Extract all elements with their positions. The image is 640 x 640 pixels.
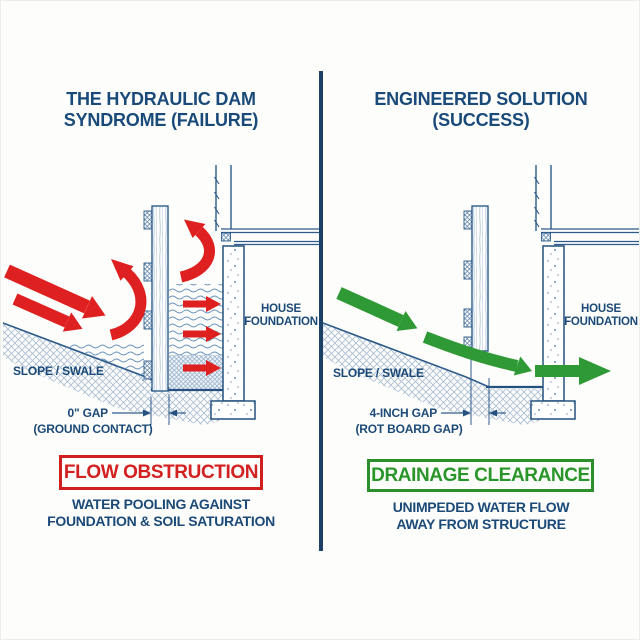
saturated-soil-hatch [169, 355, 223, 389]
floor-band-upper [221, 228, 319, 234]
panel-divider [319, 71, 323, 551]
slope-swale-label: SLOPE / SWALE [13, 364, 104, 378]
cross-section-diagrams: SLOPE / SWALE HOUSE FOUNDATION 0" GAP (G… [2, 165, 639, 436]
right-description: UNIMPEDED WATER FLOW AWAY FROM STRUCTURE [321, 499, 639, 533]
siding-laps [214, 176, 220, 228]
gap-note: (ROT BOARD GAP) [356, 422, 463, 436]
foundation-wall [542, 245, 565, 402]
footing [530, 400, 576, 420]
slope-line [322, 322, 490, 388]
batten [143, 310, 153, 330]
foundation-wall [222, 245, 245, 402]
right-description-line1: UNIMPEDED WATER FLOW [392, 499, 570, 515]
sill-plate [541, 232, 551, 242]
slope-swale-label: SLOPE / SWALE [333, 366, 424, 380]
drainage-clearance-label: DRAINAGE CLEARANCE [371, 464, 590, 486]
right-title-line2: (SUCCESS) [432, 110, 530, 130]
house-foundation-label-2: FOUNDATION [564, 316, 638, 328]
pooled-water-right [169, 284, 223, 355]
left-description: WATER POOLING AGAINST FOUNDATION & SOIL … [1, 496, 321, 530]
gap-note: (GROUND CONTACT) [33, 422, 152, 436]
footing [210, 400, 256, 420]
drainage-clearance-box: DRAINAGE CLEARANCE [367, 459, 594, 492]
gap-dimension: 0" GAP (GROUND CONTACT) [33, 394, 186, 436]
left-title-line2: SYNDROME (FAILURE) [63, 110, 259, 130]
flow-obstruction-box: FLOW OBSTRUCTION [59, 455, 263, 490]
siding-laps [534, 176, 540, 228]
batten [143, 360, 153, 380]
house-foundation-label-2: FOUNDATION [244, 316, 318, 328]
batten [463, 210, 473, 230]
floor-band-lower [234, 240, 319, 246]
right-description-line2: AWAY FROM STRUCTURE [396, 516, 566, 532]
gap-label: 0" GAP [67, 406, 108, 420]
gap-label: 4-INCH GAP [370, 406, 438, 420]
right-title-line1: ENGINEERED SOLUTION [374, 89, 588, 109]
skirt-board [143, 205, 169, 392]
batten [463, 260, 473, 280]
floor-band-lower [554, 240, 639, 246]
left-description-line1: WATER POOLING AGAINST [71, 496, 251, 512]
right-diagram: SLOPE / SWALE HOUSE FOUNDATION 4-INCH GA… [322, 165, 639, 436]
sill-plate [221, 232, 231, 242]
soil-hatch [3, 324, 223, 425]
soil-hatch [323, 324, 543, 425]
batten [463, 308, 473, 328]
batten [143, 262, 153, 282]
left-description-line2: FOUNDATION & SOIL SATURATION [47, 513, 275, 529]
right-panel-title: ENGINEERED SOLUTION (SUCCESS) [321, 89, 639, 131]
flow-obstruction-label: FLOW OBSTRUCTION [63, 461, 259, 483]
left-diagram: SLOPE / SWALE HOUSE FOUNDATION 0" GAP (G… [2, 165, 319, 436]
blocked-water-arrows [4, 219, 221, 376]
house-foundation-label-1: HOUSE [581, 303, 621, 315]
house-foundation-label-1: HOUSE [261, 303, 301, 315]
board-face [471, 205, 489, 352]
left-title-line1: THE HYDRAULIC DAM [66, 89, 256, 109]
draining-water-arrows [336, 287, 611, 385]
left-panel-title: THE HYDRAULIC DAM SYNDROME (FAILURE) [1, 89, 321, 131]
pooled-water-left [57, 343, 144, 390]
floor-band-upper [541, 228, 639, 234]
house-structure [530, 165, 639, 420]
house-structure [210, 165, 319, 420]
gap-dimension: 4-INCH GAP (ROT BOARD GAP) [356, 358, 506, 436]
raised-skirt-board [463, 205, 489, 352]
batten [143, 210, 153, 230]
board-face [151, 205, 169, 392]
